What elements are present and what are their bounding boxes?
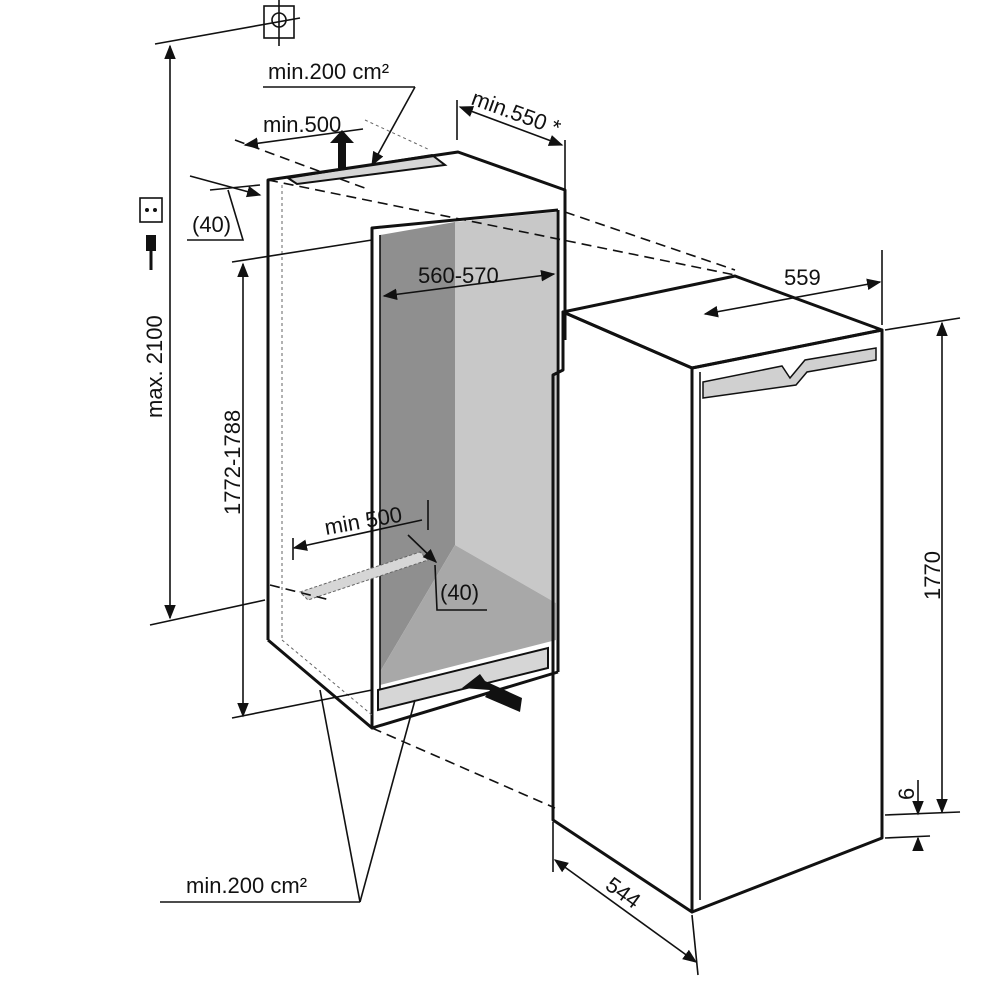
top-gap-line <box>189 175 262 198</box>
top-vent-depth-label: min.500 <box>263 112 341 137</box>
airflow-arrow-icon <box>330 130 354 168</box>
bottom-gap-label: (40) <box>440 580 479 605</box>
max-height-label: max. 2100 <box>142 315 167 418</box>
bottom-vent-grille <box>377 646 549 712</box>
appliance <box>551 274 884 914</box>
base-gap-label: 6 <box>894 788 919 800</box>
appliance-control-panel <box>702 347 877 399</box>
appliance-height-label: 1770 <box>920 551 945 600</box>
top-vent-grille <box>285 153 448 186</box>
niche-width-label: 560-570 <box>418 263 499 288</box>
bottom-vent-area-label: min.200 cm² <box>186 873 307 898</box>
top-gap-label: (40) <box>192 212 231 237</box>
appliance-width-label: 559 <box>784 265 821 290</box>
niche-height-label: 1772-1788 <box>220 410 245 515</box>
power-socket-icon <box>139 197 163 223</box>
cabinet-depth-label: min.550 * <box>468 85 564 140</box>
airflow-arrow-icon <box>462 674 522 712</box>
installation-niche <box>266 150 567 730</box>
top-vent-area-label: min.200 cm² <box>268 59 389 84</box>
max-height-dimension: max. 2100 <box>139 44 266 626</box>
water-connection-icon <box>154 0 301 46</box>
plug-icon <box>146 235 156 270</box>
